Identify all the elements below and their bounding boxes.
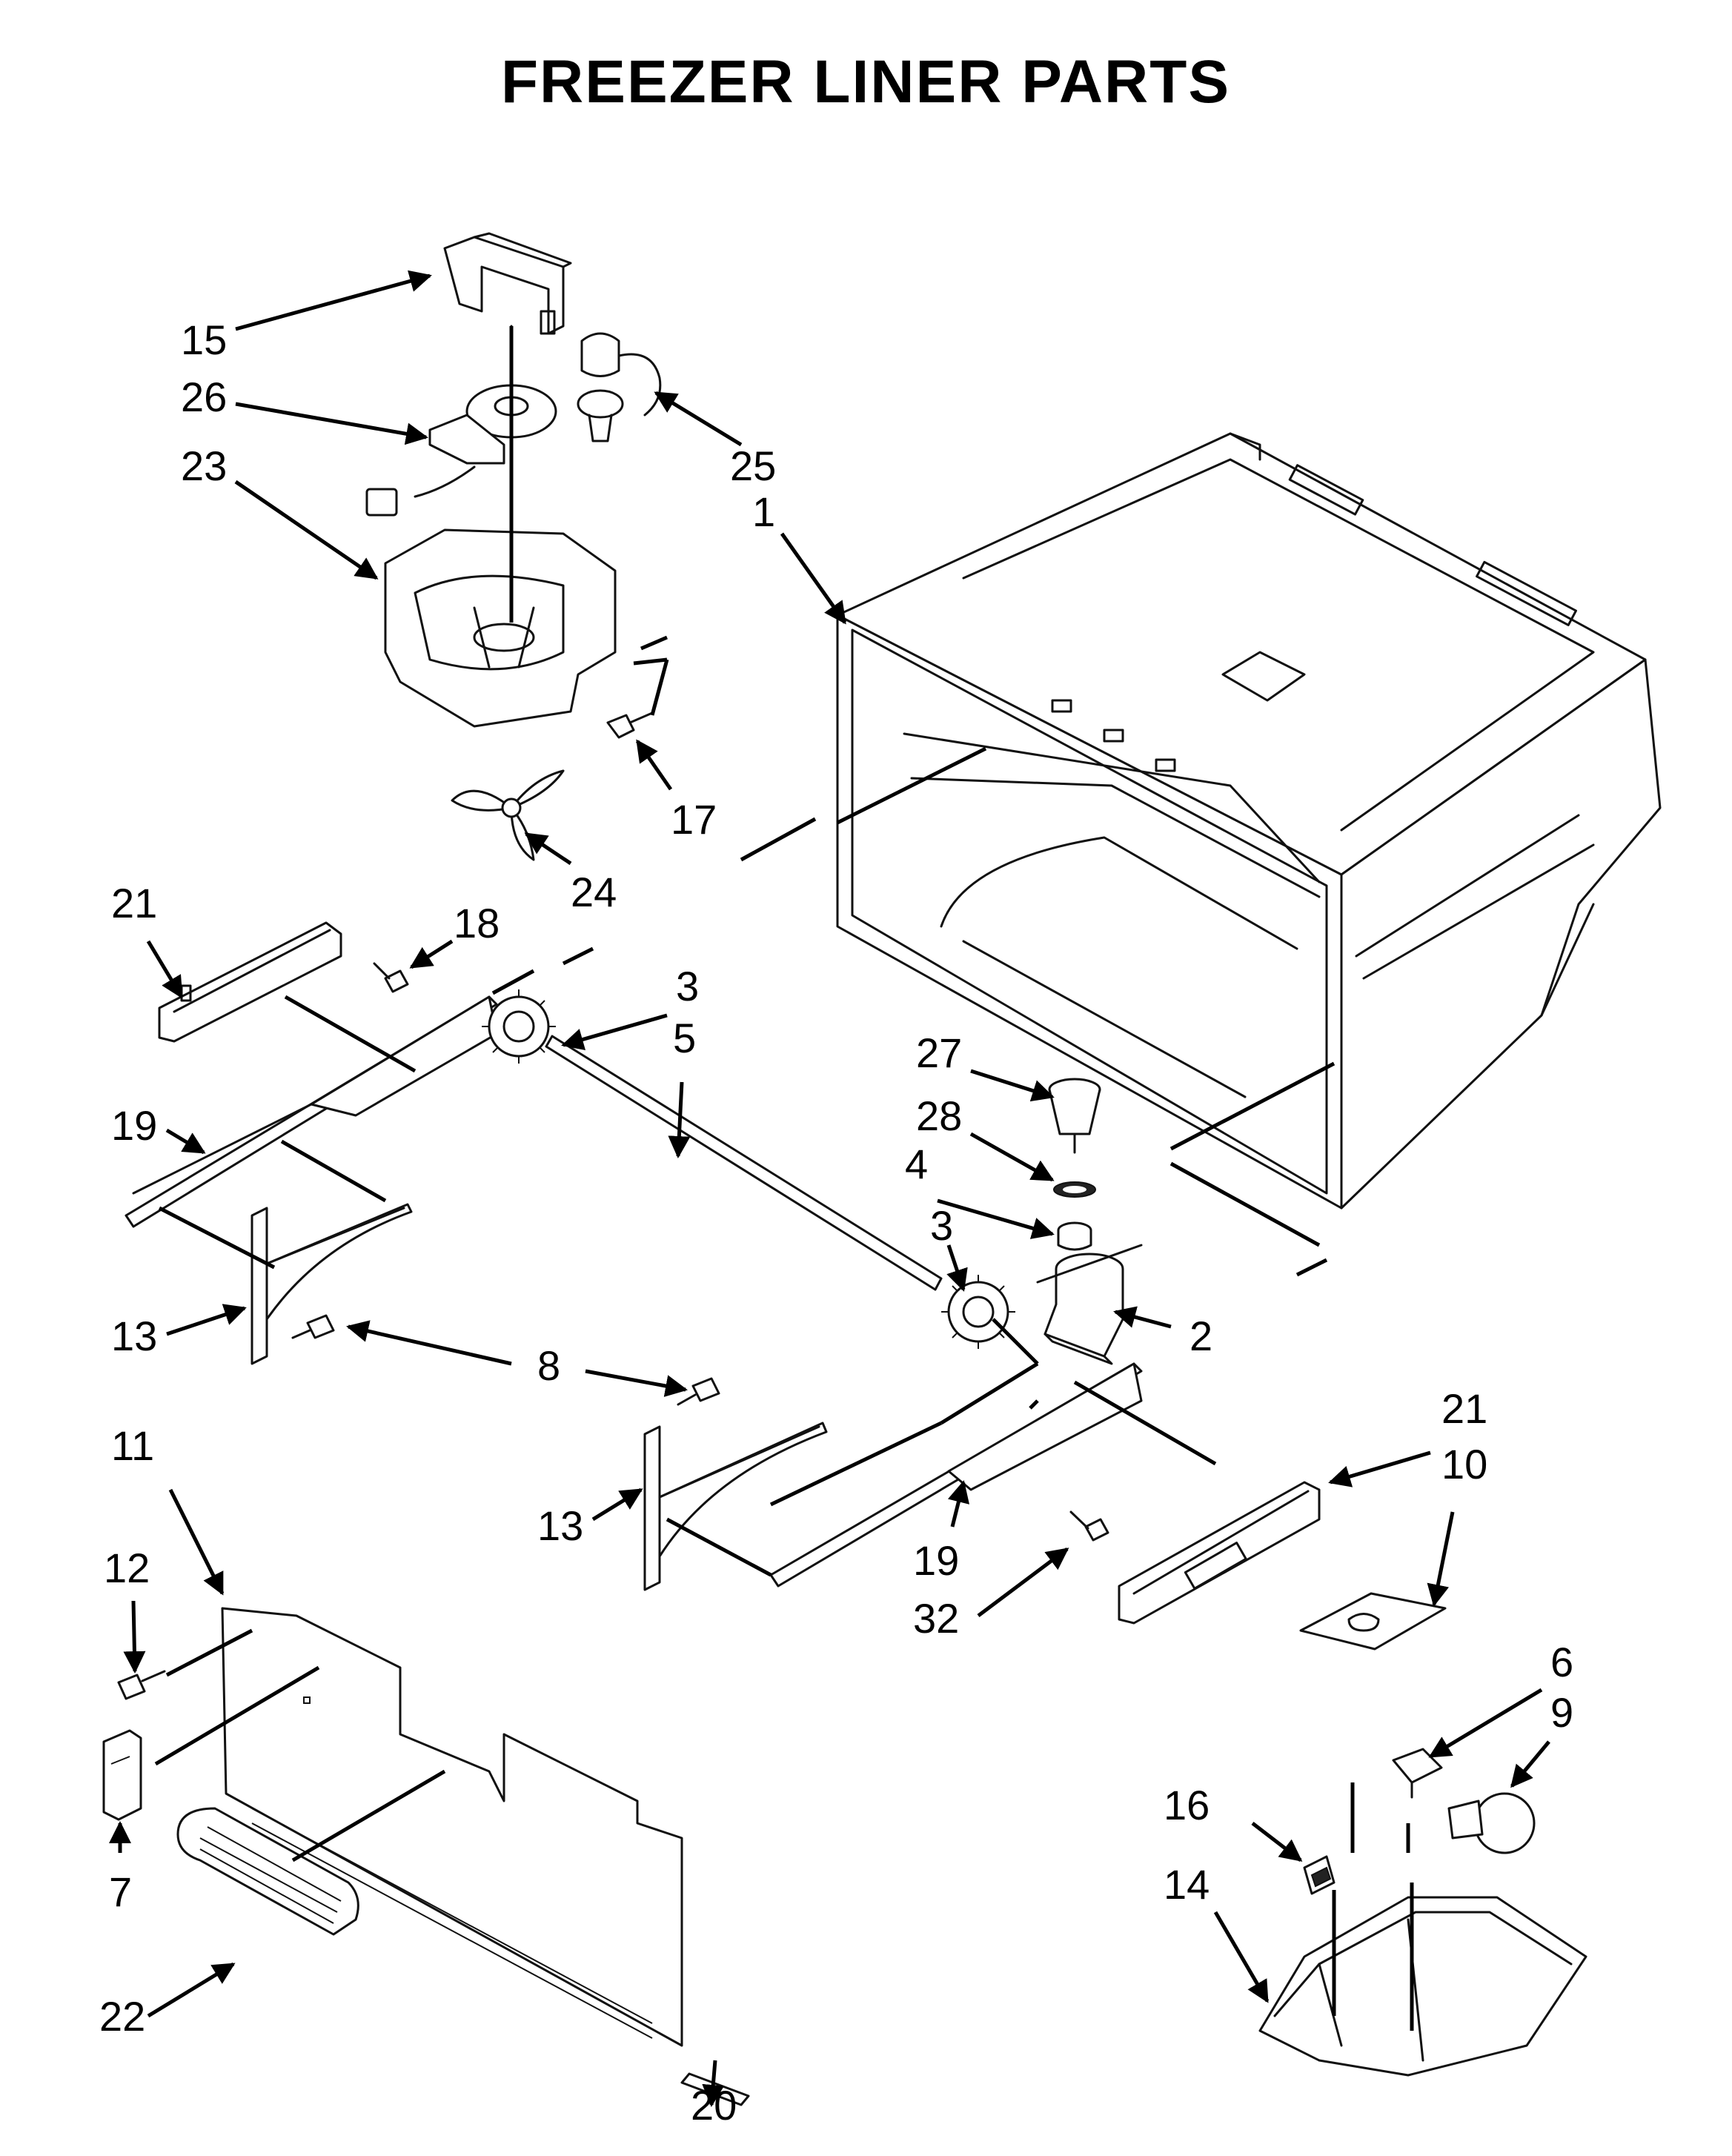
part-19-right-slide-rail xyxy=(769,1362,1143,1588)
callout-6: 6 xyxy=(1550,1639,1573,1685)
part-24-fan-blade xyxy=(451,769,565,861)
callout-19-right: 19 xyxy=(913,1537,959,1584)
part-7-cover xyxy=(102,1729,142,1821)
part-28-o-ring xyxy=(1053,1181,1096,1198)
part-4-bushing xyxy=(1057,1221,1092,1251)
callout-25: 25 xyxy=(730,442,776,489)
callout-26: 26 xyxy=(181,374,227,420)
callout-27: 27 xyxy=(916,1029,962,1076)
callout-8: 8 xyxy=(537,1342,560,1389)
callout-15: 15 xyxy=(181,316,227,363)
callout-17: 17 xyxy=(671,796,717,843)
callout-28: 28 xyxy=(916,1092,962,1139)
callout-1: 1 xyxy=(752,488,775,535)
part-19-left-slide-rail xyxy=(125,995,498,1228)
callout-12: 12 xyxy=(104,1545,150,1591)
part-5-shaft xyxy=(545,1035,943,1291)
callout-22: 22 xyxy=(99,1993,145,2040)
part-9-light-bulb xyxy=(1447,1792,1536,1854)
callout-23: 23 xyxy=(181,442,227,489)
part-8-right-screw xyxy=(677,1377,720,1406)
callout-3-upper: 3 xyxy=(676,963,699,1009)
callout-13-right: 13 xyxy=(537,1502,583,1549)
part-21-right-slide-bracket xyxy=(1118,1481,1321,1625)
part-18-screw xyxy=(373,962,409,993)
part-21-left-slide-bracket xyxy=(158,921,342,1043)
callout-20: 20 xyxy=(691,2082,737,2129)
part-14-light-housing xyxy=(1258,1896,1587,2077)
callout-13-left: 13 xyxy=(111,1313,157,1359)
part-13-left-bracket xyxy=(250,1203,413,1365)
part-3-lower-gear xyxy=(941,1275,1015,1349)
callout-14: 14 xyxy=(1164,1861,1210,1908)
part-16-switch xyxy=(1303,1855,1336,1895)
callout-10: 10 xyxy=(1441,1441,1487,1487)
part-2-damper xyxy=(1036,1244,1143,1365)
part-27-funnel xyxy=(1048,1078,1101,1154)
part-23-fan-housing xyxy=(384,528,617,728)
part-13-right-bracket xyxy=(643,1422,828,1591)
part-15-fan-bracket xyxy=(443,232,572,335)
callout-21-right: 21 xyxy=(1441,1385,1487,1432)
diagram-title: FREEZER LINER PARTS xyxy=(501,48,1230,116)
part-12-screw xyxy=(117,1670,166,1700)
callout-21-left: 21 xyxy=(111,880,157,926)
callout-4: 4 xyxy=(905,1141,928,1187)
part-1-freezer-liner xyxy=(836,432,1662,1210)
callout-9: 9 xyxy=(1550,1689,1573,1736)
part-8-left-screw xyxy=(291,1314,335,1339)
part-25-sensor xyxy=(577,332,662,442)
callout-16: 16 xyxy=(1164,1782,1210,1828)
part-11-rear-panel xyxy=(221,1607,683,2047)
callout-24: 24 xyxy=(571,869,617,915)
assembly-lines xyxy=(154,326,1414,2031)
callout-numbers: 15 26 23 25 1 17 24 21 18 3 5 27 28 4 3 … xyxy=(99,316,1573,2129)
callout-18: 18 xyxy=(454,900,500,946)
leader-lines xyxy=(109,270,1550,2107)
part-32-screw xyxy=(1069,1510,1109,1542)
callout-7: 7 xyxy=(109,1868,132,1915)
part-10-label xyxy=(1299,1592,1447,1651)
part-17-screw xyxy=(606,712,654,739)
callout-32: 32 xyxy=(913,1595,959,1642)
callout-11: 11 xyxy=(111,1422,154,1469)
part-3-upper-gear xyxy=(482,989,556,1064)
callout-3-lower: 3 xyxy=(930,1202,953,1249)
callout-5: 5 xyxy=(673,1015,696,1061)
callout-19-left: 19 xyxy=(111,1102,157,1149)
part-22-grille xyxy=(176,1807,359,1936)
callout-2: 2 xyxy=(1189,1313,1212,1359)
